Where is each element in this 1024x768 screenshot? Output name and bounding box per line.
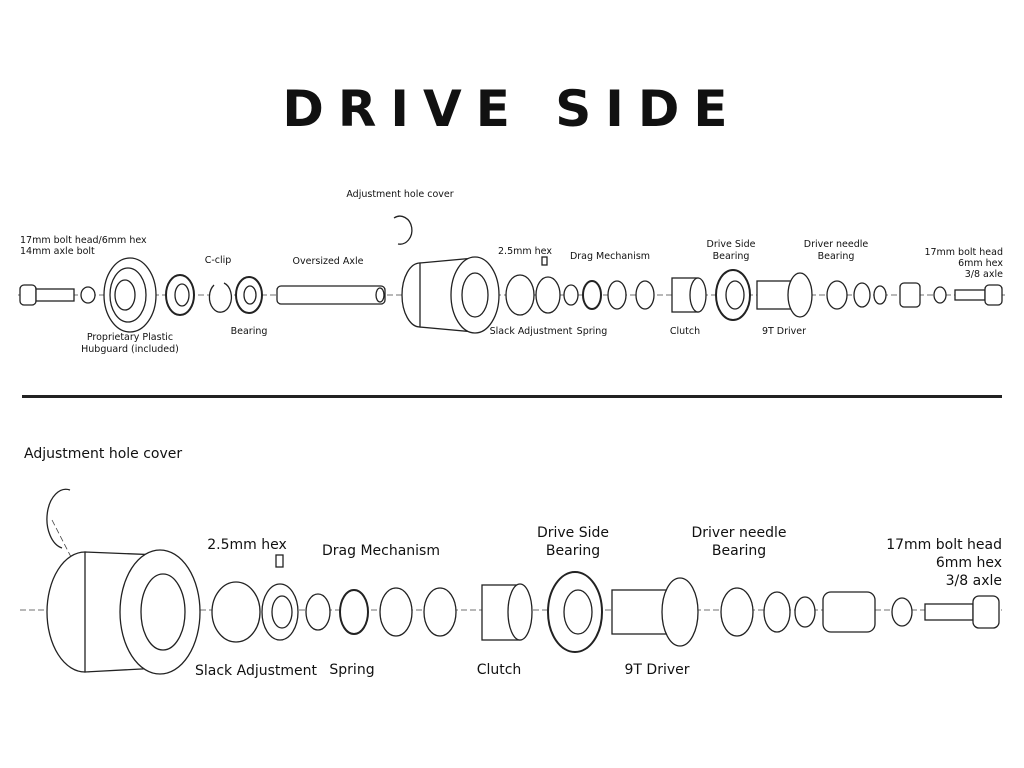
label-needle-bearing-large-2: Bearing — [711, 543, 767, 559]
label-9t-driver: 9T Driver — [761, 326, 807, 337]
top-bearing — [235, 276, 263, 314]
label-hubguard-2: Hubguard (included) — [81, 344, 179, 355]
label-bolt-1: 17mm bolt head — [924, 247, 1003, 258]
label-bolt-2: 6mm hex — [958, 258, 1003, 269]
label-bolt-large-3: 3/8 axle — [945, 573, 1002, 589]
label-9t-driver-large: 9T Driver — [624, 662, 690, 678]
top-oversized-axle — [276, 285, 386, 305]
bottom-drive-bolt — [924, 595, 1000, 629]
bottom-drag-parts — [305, 587, 457, 637]
top-hub-shell — [401, 256, 500, 334]
label-slack-adjustment-large: Slack Adjustment — [195, 663, 317, 679]
top-drive-side-bearing — [715, 269, 751, 321]
label-spring-large: Spring — [329, 662, 375, 678]
bottom-drive-side-bearing — [547, 571, 603, 653]
label-drag-mechanism-large: Drag Mechanism — [322, 543, 440, 559]
label-drive-side-bearing-large-1: Drive Side — [536, 525, 610, 541]
top-slack-adjustment — [505, 256, 561, 316]
top-adjustment-hole-cover — [393, 215, 413, 245]
top-cclip — [208, 282, 233, 313]
label-drive-side-bearing-large-2: Bearing — [545, 543, 601, 559]
label-needle-bearing-1: Driver needle — [803, 239, 869, 250]
label-needle-bearing-2: Bearing — [817, 251, 855, 262]
label-hex-large: 2.5mm hex — [207, 537, 287, 553]
label-adjustment-hole-cover-large: Adjustment hole cover — [24, 446, 183, 462]
top-cup — [165, 274, 195, 316]
label-hex: 2.5mm hex — [498, 246, 552, 257]
label-clutch: Clutch — [669, 326, 701, 337]
label-needle-bearing-large-1: Driver needle — [691, 525, 787, 541]
top-needle-bearing — [826, 280, 947, 310]
page-title: DRIVE SIDE — [282, 80, 742, 138]
label-spring: Spring — [576, 326, 608, 337]
section-divider — [22, 395, 1002, 398]
top-axle-bolt — [19, 284, 96, 306]
label-drive-side-bearing-2: Bearing — [712, 251, 750, 262]
label-bolt-3: 3/8 axle — [964, 269, 1003, 280]
top-clutch — [671, 277, 707, 313]
label-bearing: Bearing — [230, 326, 268, 337]
label-clutch-large: Clutch — [476, 662, 522, 678]
top-hubguard — [103, 257, 157, 333]
top-drive-bolt — [954, 284, 1003, 306]
label-drag-mechanism: Drag Mechanism — [569, 251, 651, 262]
label-axle-bolt-2: 14mm axle bolt — [20, 246, 95, 257]
label-hubguard-1: Proprietary Plastic — [86, 332, 174, 343]
bottom-needle-bearing — [720, 587, 913, 637]
bottom-9t-driver — [611, 577, 699, 647]
top-9t-driver — [756, 272, 813, 318]
bottom-slack-adjustment — [211, 554, 299, 643]
label-bolt-large-2: 6mm hex — [935, 555, 1002, 571]
bottom-adjustment-hole-cover — [46, 488, 71, 549]
top-drag-parts — [563, 280, 655, 310]
label-oversized-axle: Oversized Axle — [292, 256, 364, 267]
label-slack-adjustment: Slack Adjustment — [489, 326, 573, 337]
bottom-clutch — [481, 583, 533, 641]
label-axle-bolt-1: 17mm bolt head/6mm hex — [20, 235, 147, 246]
label-bolt-large-1: 17mm bolt head — [886, 537, 1002, 553]
label-cclip: C-clip — [204, 255, 232, 266]
label-drive-side-bearing-1: Drive Side — [706, 239, 756, 250]
bottom-hub-shell — [46, 549, 201, 675]
label-adjustment-hole-cover: Adjustment hole cover — [346, 189, 454, 200]
